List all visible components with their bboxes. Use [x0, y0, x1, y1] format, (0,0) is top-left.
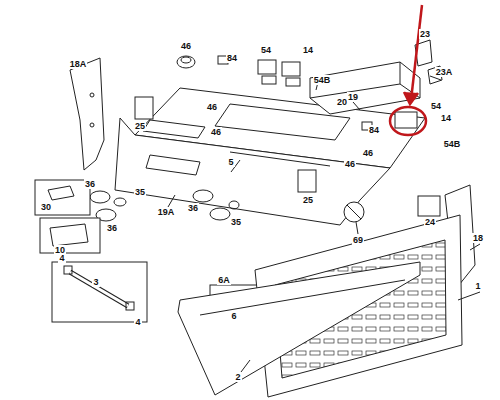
callout-number: 6 — [230, 311, 237, 321]
callout-number: 25 — [134, 121, 146, 131]
callout-number: 18 — [472, 233, 484, 243]
callout-number: 1 — [474, 281, 481, 291]
callout-number: 46 — [210, 127, 222, 137]
callout-number: 36 — [187, 203, 199, 213]
callout-number: 4 — [58, 253, 65, 263]
callout-number: 69 — [352, 235, 364, 245]
callout-number: 2 — [234, 372, 241, 382]
callout-number: 36 — [106, 223, 118, 233]
callout-number: 24 — [424, 217, 436, 227]
callout-number: 46 — [344, 159, 356, 169]
callout-number: 6A — [217, 275, 231, 285]
callout-number: 19A — [157, 207, 176, 217]
callout-number: 84 — [226, 53, 238, 63]
callout-number: 25 — [302, 195, 314, 205]
callout-number: 35 — [230, 217, 242, 227]
callout-number: 30 — [40, 202, 52, 212]
callout-number: 46 — [180, 41, 192, 51]
callout-number: 23A — [435, 67, 454, 77]
callout-number: 46 — [362, 148, 374, 158]
callout-number: 4 — [134, 317, 141, 327]
callout-number: 14 — [302, 45, 314, 55]
callout-number: 54B — [313, 75, 332, 85]
callout-number: 35 — [134, 187, 146, 197]
callout-number: 3 — [92, 277, 99, 287]
callout-number: 46 — [206, 102, 218, 112]
callout-number: 54B — [443, 139, 462, 149]
callout-number: 18A — [69, 59, 88, 69]
callout-number: 5 — [227, 157, 234, 167]
callout-number: 36 — [84, 179, 96, 189]
callout-number: 54 — [260, 45, 272, 55]
callout-number: 19 — [347, 92, 359, 102]
callout-number: 54 — [430, 101, 442, 111]
callout-number: 23 — [419, 29, 431, 39]
callout-number: 14 — [440, 113, 452, 123]
callout-number: 84 — [368, 125, 380, 135]
